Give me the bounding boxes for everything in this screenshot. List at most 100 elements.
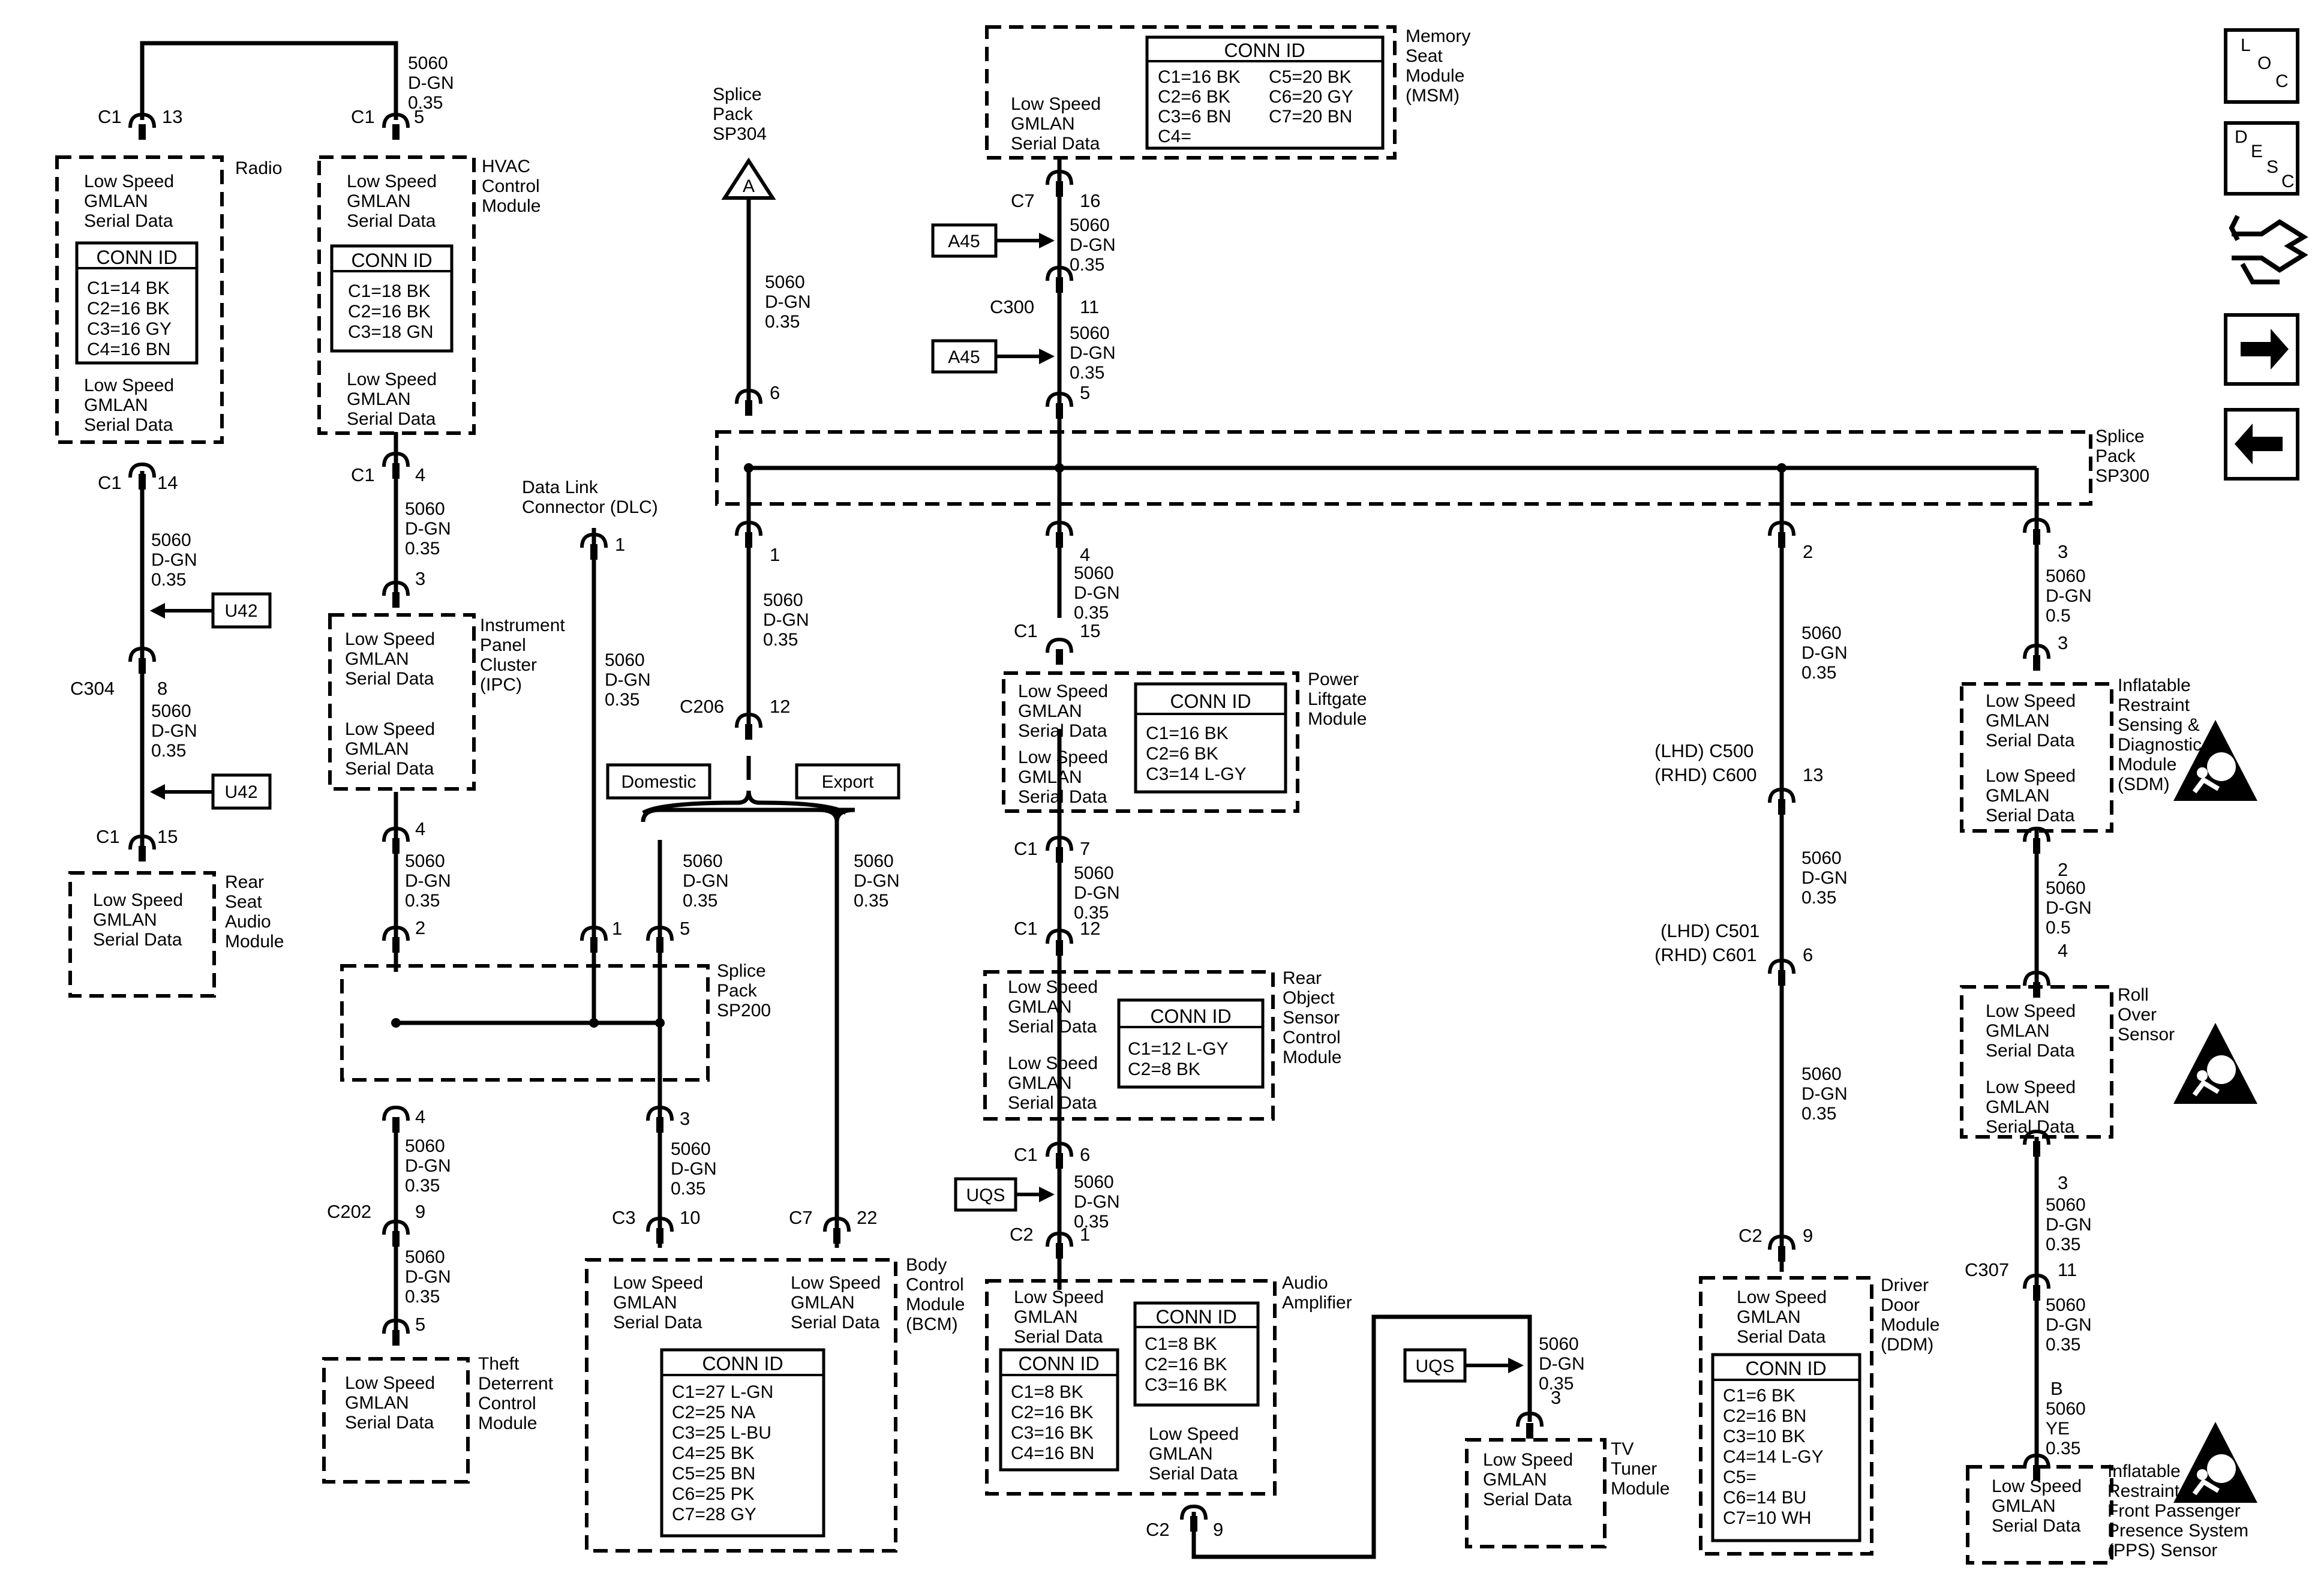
sdm-box: [1960, 682, 2113, 833]
wire-gauge: 0.35: [2046, 1439, 2080, 1458]
bcm-conn-table-line: C5=25 BN: [672, 1464, 755, 1484]
low-speed-label: Low Speed: [345, 719, 435, 739]
sp304-label-line: Splice: [713, 85, 762, 104]
amp-box: [985, 1279, 1277, 1496]
bcm-label-line: Module: [906, 1295, 965, 1314]
wire-gauge: 0.35: [683, 891, 717, 911]
wire-circuit-number: 5060: [1539, 1334, 1579, 1354]
amp-conn-table-a-line: C2=16 BK: [1011, 1403, 1094, 1422]
tdm-label-line: Deterrent: [478, 1374, 554, 1394]
pin: 2: [1803, 541, 1813, 562]
low-speed-label: Low Speed: [1018, 748, 1108, 767]
loc-icon[interactable]: L O C: [2224, 28, 2299, 104]
wire-color: D-GN: [1070, 235, 1116, 255]
next-page-arrow-icon[interactable]: [2224, 313, 2299, 386]
gmlan-label: GMLAN: [93, 910, 157, 930]
sp200-label-line: SP200: [717, 1001, 771, 1020]
low-speed-label: Low Speed: [347, 370, 437, 389]
msm-label-line: Memory: [1406, 26, 1470, 46]
amp-label-line: Amplifier: [1282, 1293, 1352, 1313]
wire-gauge: 0.35: [1070, 255, 1104, 275]
roll-over-label-line: Over: [2118, 1005, 2157, 1025]
gmlan-label: GMLAN: [1008, 1073, 1072, 1093]
wire-color: D-GN: [151, 721, 197, 741]
gmlan-label: GMLAN: [1149, 1444, 1213, 1464]
pin: 13: [1803, 764, 1823, 785]
wires: [140, 41, 2039, 1559]
serial-data-label: Serial Data: [613, 1313, 702, 1332]
wire-color: D-GN: [2046, 586, 2092, 606]
wire-color: D-GN: [1070, 343, 1116, 363]
gmlan-label: GMLAN: [1018, 701, 1082, 721]
wire-circuit-number: 5060: [405, 1247, 445, 1267]
wire-circuit-number: 5060: [2046, 1399, 2086, 1419]
low-speed-label: Low Speed: [613, 1273, 703, 1293]
pps-label-line: Restraint: [2107, 1481, 2180, 1501]
pin: 3: [1551, 1387, 1561, 1408]
serial-data-label: Serial Data: [1011, 134, 1100, 154]
hvac-label-line: Module: [482, 196, 541, 216]
roll-over-label-line: Roll: [2118, 985, 2149, 1005]
tdm-label-line: Module: [478, 1413, 537, 1433]
connector-view-icon[interactable]: [2229, 215, 2308, 284]
pin: 6: [1080, 1144, 1090, 1165]
tv-label-line: Tuner: [1611, 1459, 1657, 1479]
amp-conn-id-b-header: CONN ID: [1155, 1306, 1236, 1328]
ddm-conn-table-line: C2=16 BN: [1723, 1406, 1806, 1426]
wire-circuit-number: 5060: [854, 851, 894, 871]
desc-letter-e: E: [2251, 142, 2263, 161]
ddm-conn-table-line: C1=6 BK: [1723, 1386, 1795, 1406]
bcm-conn-table-line: C7=28 GY: [672, 1505, 756, 1524]
hvac-c1-top: C1: [351, 106, 375, 127]
wire-circuit-number: 5060: [2046, 1195, 2086, 1215]
pin: 1: [1080, 1224, 1090, 1245]
serial-data-label: Serial Data: [84, 415, 173, 435]
connector-symbols: [128, 112, 2050, 1532]
sp300-label-line: Pack: [2095, 446, 2136, 466]
wire-circuit-number: 5060: [2046, 566, 2086, 586]
pin: 9: [1803, 1225, 1813, 1246]
radio-conn-table-line: C1=14 BK: [87, 278, 170, 298]
tv-box: [1465, 1438, 1607, 1548]
sp300-label-line: Splice: [2095, 427, 2145, 446]
wire-gauge: 0.35: [405, 1176, 440, 1196]
radio-c1-bottom: C1: [98, 472, 122, 493]
bcm-conn-table-line: C4=25 BK: [672, 1443, 755, 1463]
pin: 6: [770, 382, 780, 403]
serial-data-label: Serial Data: [1986, 1117, 2075, 1137]
ddm-label-line: Door: [1881, 1295, 1920, 1315]
ipc-label-line: Instrument: [480, 616, 565, 635]
pin: 15: [1080, 620, 1100, 641]
wire-gauge: 0.35: [854, 891, 888, 911]
gmlan-label: GMLAN: [1986, 711, 2050, 731]
c304-label: C304: [70, 678, 115, 699]
gmlan-label: GMLAN: [1737, 1307, 1801, 1327]
pin: 2: [2058, 859, 2068, 880]
hvac-conn-id-header: CONN ID: [351, 250, 432, 271]
c206-label: C206: [680, 696, 724, 717]
wire-circuit-number: 5060: [1801, 848, 1842, 868]
desc-icon[interactable]: D E S C: [2224, 121, 2299, 196]
msm-label-line: (MSM): [1406, 86, 1460, 106]
wire-color: D-GN: [2046, 1215, 2092, 1235]
previous-page-arrow-icon[interactable]: [2224, 408, 2299, 481]
wire-gauge: 0.35: [2046, 1235, 2080, 1254]
pin: 3: [415, 568, 425, 589]
radio-conn-table-line: C3=16 GY: [87, 319, 172, 339]
tdm-label-line: Control: [478, 1394, 536, 1413]
low-speed-label: Low Speed: [1986, 1077, 2076, 1097]
ros-label-line: Object: [1283, 988, 1335, 1008]
bcm-c3: C3: [612, 1207, 636, 1228]
wire-color: D-GN: [1539, 1354, 1585, 1374]
ddm-conn-id-header: CONN ID: [1745, 1358, 1826, 1379]
wire-gauge: 0.35: [151, 570, 186, 590]
ddm-conn-table-line: C3=10 BK: [1723, 1427, 1806, 1446]
msm-label-line: Seat: [1406, 46, 1443, 66]
